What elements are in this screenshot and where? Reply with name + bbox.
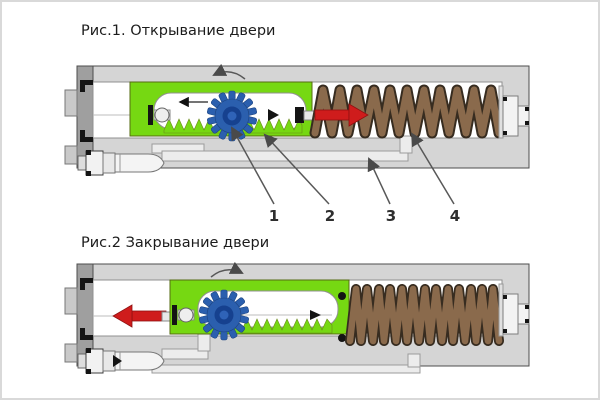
figure2-diagram	[64, 261, 530, 375]
check-valve	[148, 105, 171, 125]
rack-teeth	[241, 318, 333, 334]
figure1-title: Рис.1. Открывание двери	[81, 23, 275, 39]
rod-end	[295, 107, 304, 123]
check-valve	[172, 305, 195, 325]
relief-valve	[77, 149, 165, 177]
adjuster-end-cap	[498, 85, 530, 139]
rotation-arrow-ccw-icon	[212, 63, 246, 80]
figure2-title: Рис.2 Закрывание двери	[81, 235, 269, 251]
callout-lines	[231, 126, 455, 205]
rotation-arrow-cw-icon	[210, 261, 244, 278]
callout-4: 4	[450, 207, 460, 225]
spring-seat	[338, 334, 346, 342]
flow-arrow-right-icon	[268, 109, 279, 121]
callout-3: 3	[386, 207, 396, 225]
flow-arrow-right-icon	[310, 310, 321, 320]
figure1-diagram: 1 2 3 4	[64, 63, 530, 225]
mount-tab	[64, 343, 78, 363]
motion-arrow-left-icon	[112, 304, 167, 328]
callout-2: 2	[325, 207, 335, 225]
mount-tab	[64, 287, 78, 315]
spring-seat	[338, 292, 346, 300]
callout-1: 1	[269, 207, 279, 225]
valve-flow-arrow-icon	[113, 355, 122, 367]
mount-tab	[64, 89, 78, 117]
adjuster-end-cap	[498, 283, 530, 337]
motion-arrow-right-icon	[314, 103, 369, 127]
spring-compressed	[345, 284, 504, 346]
mount-tab	[64, 145, 78, 165]
